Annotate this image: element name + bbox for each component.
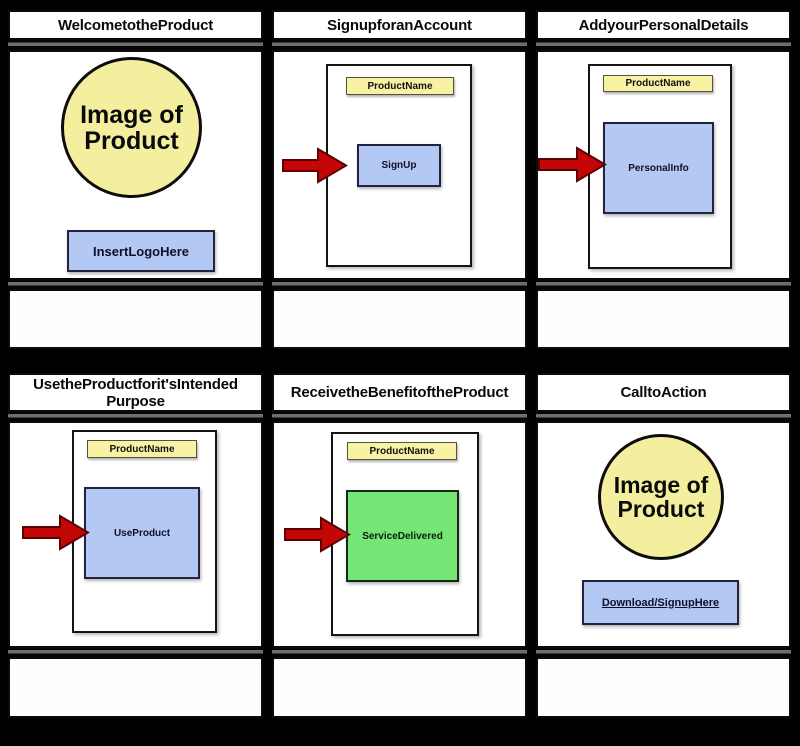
panel-6-caption bbox=[536, 657, 791, 718]
product-name-banner: ProductName bbox=[346, 77, 454, 95]
separator-bar bbox=[8, 40, 263, 50]
panel-2-title: SignupforanAccount bbox=[272, 10, 527, 40]
separator-bar bbox=[8, 412, 263, 421]
download-signup-box: Download/SignupHere bbox=[582, 580, 739, 625]
product-name-banner: ProductName bbox=[603, 75, 713, 92]
banner-label: ProductName bbox=[109, 443, 175, 455]
panel-2-title-text: SignupforanAccount bbox=[327, 16, 472, 34]
panel-5-caption bbox=[272, 657, 527, 718]
panel-3-content: ProductName PersonalInfo bbox=[536, 50, 791, 280]
service-delivered-box: ServiceDelivered bbox=[346, 490, 459, 582]
red-arrow-icon bbox=[282, 147, 348, 184]
red-arrow-icon bbox=[22, 514, 90, 551]
download-signup-label: Download/SignupHere bbox=[601, 596, 720, 609]
panel-6-title-text: CalltoAction bbox=[620, 384, 707, 401]
banner-label: ProductName bbox=[369, 445, 435, 457]
panel-1-title: WelcometotheProduct bbox=[8, 10, 263, 40]
panel-3-title-text: AddyourPersonalDetails bbox=[578, 16, 749, 34]
separator-bar bbox=[8, 648, 263, 657]
panel-4-content: ProductName UseProduct bbox=[8, 421, 263, 648]
panel-4-title-text: UsetheProductforit'sIntended Purpose bbox=[33, 375, 238, 410]
box-label: SignUp bbox=[381, 160, 417, 171]
separator-bar bbox=[272, 412, 527, 421]
panel-6-content: Image of Product Download/SignupHere bbox=[536, 421, 791, 648]
separator-bar bbox=[536, 412, 791, 421]
use-product-box: UseProduct bbox=[84, 487, 200, 579]
separator-bar bbox=[272, 280, 527, 289]
separator-bar bbox=[536, 648, 791, 657]
separator-bar bbox=[272, 40, 527, 50]
panel-1-title-text: WelcometotheProduct bbox=[57, 16, 214, 34]
box-label: ServiceDelivered bbox=[362, 530, 443, 542]
red-arrow-icon bbox=[284, 516, 351, 553]
banner-label: ProductName bbox=[625, 78, 691, 89]
circle-label: Image of Product bbox=[613, 472, 709, 522]
logo-label: InsertLogoHere bbox=[92, 243, 190, 259]
personal-info-box: PersonalInfo bbox=[603, 122, 714, 214]
red-arrow-icon bbox=[538, 146, 607, 183]
panel-2-content: ProductName SignUp bbox=[272, 50, 527, 280]
separator-bar bbox=[536, 40, 791, 50]
separator-bar bbox=[8, 280, 263, 289]
signup-box: SignUp bbox=[357, 144, 441, 187]
banner-label: ProductName bbox=[367, 80, 433, 92]
image-of-product-circle: Image of Product bbox=[598, 434, 724, 560]
panel-1-content: Image of Product InsertLogoHere bbox=[8, 50, 263, 280]
image-of-product-circle: Image of Product bbox=[61, 57, 202, 198]
panel-4-caption bbox=[8, 657, 263, 718]
panel-5-title: ReceivetheBenefitoftheProduct bbox=[272, 373, 527, 412]
separator-bar bbox=[272, 648, 527, 657]
panel-4-title: UsetheProductforit'sIntended Purpose bbox=[8, 373, 263, 412]
panel-1-caption bbox=[8, 289, 263, 349]
panel-2-caption bbox=[272, 289, 527, 349]
insert-logo-box: InsertLogoHere bbox=[67, 230, 215, 272]
panel-3-title: AddyourPersonalDetails bbox=[536, 10, 791, 40]
panel-5-title-text: ReceivetheBenefitoftheProduct bbox=[290, 384, 509, 401]
product-name-banner: ProductName bbox=[347, 442, 457, 460]
product-name-banner: ProductName bbox=[87, 440, 197, 458]
panel-3-caption bbox=[536, 289, 791, 349]
panel-5-content: ProductName ServiceDelivered bbox=[272, 421, 527, 648]
separator-bar bbox=[536, 280, 791, 289]
box-label: PersonalInfo bbox=[628, 162, 689, 174]
box-label: UseProduct bbox=[113, 527, 171, 539]
circle-label: Image of Product bbox=[80, 100, 183, 155]
panel-6-title: CalltoAction bbox=[536, 373, 791, 412]
